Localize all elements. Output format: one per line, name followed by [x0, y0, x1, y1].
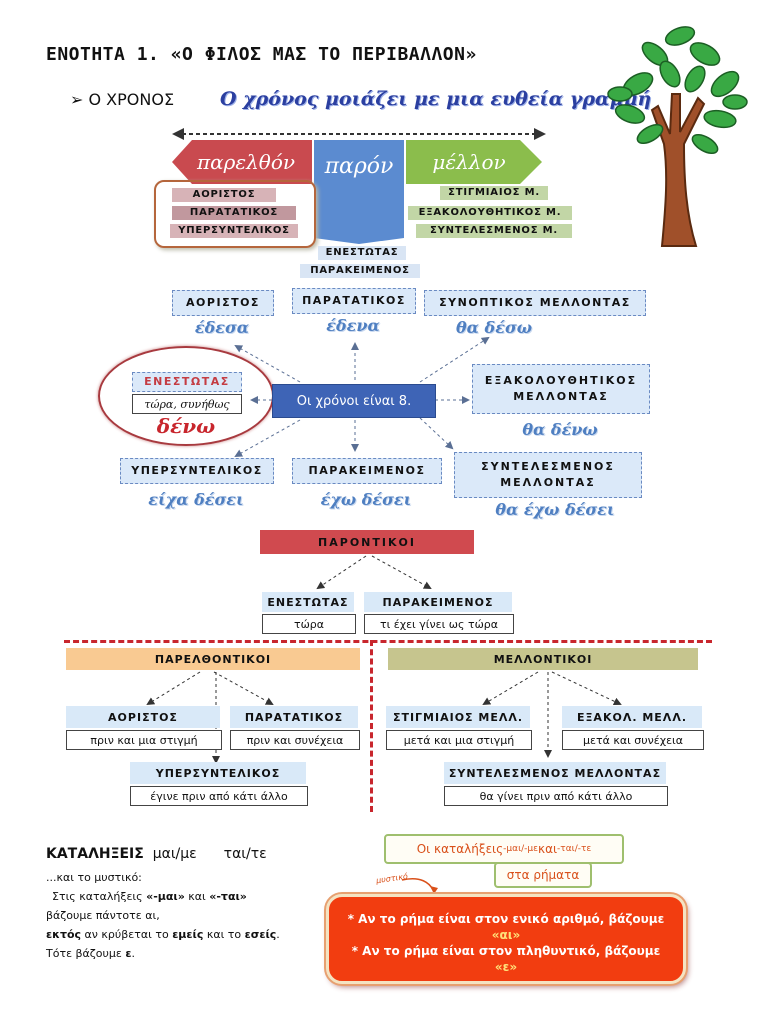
- mindmap-arrows: [234, 336, 490, 457]
- timeline-banners: [172, 140, 542, 244]
- future-tense-perfect: ΣΥΝΤΕΛΕΣΜΕΝΟΣ Μ.: [416, 224, 572, 238]
- endings-line-3: βάζουμε πάντοτε αι,: [46, 909, 160, 922]
- node-aorist-example: έδεσα: [194, 318, 250, 337]
- group-future-item-simple-desc: μετά και μια στιγμή: [386, 730, 532, 750]
- rule-1-value: «αι»: [491, 928, 521, 942]
- node-present: ΕΝΕΣΤΩΤΑΣ: [132, 372, 242, 392]
- group-present-item-present-desc: τώρα: [262, 614, 356, 634]
- node-perfect: ΠΑΡΑΚΕΙΜΕΝΟΣ: [292, 458, 442, 484]
- center-node: Οι χρόνοι είναι 8.: [272, 384, 436, 418]
- node-simple-future-example: θα δέσω: [456, 318, 532, 337]
- node-imperfect: ΠΑΡΑΤΑΤΙΚΟΣ: [292, 288, 416, 314]
- endings-line-1: ...και το μυστικό:: [46, 871, 142, 884]
- group-future-item-continuous-desc: μετά και συνέχεια: [562, 730, 704, 750]
- node-perfect-future-example: θα έχω δέσει: [495, 500, 615, 519]
- page-title: ΕΝΟΤΗΤΑ 1. «Ο ΦΙΛΟΣ ΜΑΣ ΤΟ ΠΕΡΙΒΑΛΛΟΝ»: [46, 44, 477, 65]
- group-present-arrows: [316, 555, 432, 590]
- endings-heading: ΚΑΤΑΛΗΞΕΙΣ μαι/με ται/τε: [46, 846, 267, 862]
- subtitle-row: ➢ Ο ΧΡΟΝΟΣ: [70, 90, 174, 109]
- tree-illustration: [607, 26, 748, 247]
- node-perfect-future: ΣΥΝΤΕΛΕΣΜΕΝΟΣ ΜΕΛΛΟΝΤΑΣ: [454, 452, 642, 498]
- past-tense-aorist: ΑΟΡΙΣΤΟΣ: [172, 188, 276, 202]
- group-future-item-continuous: ΕΞΑΚΟΛ. ΜΕΛΛ.: [562, 706, 702, 728]
- node-aorist: ΑΟΡΙΣΤΟΣ: [172, 290, 274, 316]
- node-simple-future: ΣΥΝΟΠΤΙΚΟΣ ΜΕΛΛΟΝΤΑΣ: [424, 290, 646, 316]
- rule-label-1: Οι καταλήξεις -μαι/-με και -ται/-τε: [384, 834, 624, 864]
- rule-1: * Αν το ρήμα είναι στον ενικό αριθμό, βά…: [347, 912, 665, 926]
- group-past-item-pluperfect: ΥΠΕΡΣΥΝΤΕΛΙΚΟΣ: [130, 762, 306, 784]
- timeline-present-label: παρόν: [324, 153, 394, 179]
- node-pluperfect-example: είχα δέσει: [148, 490, 244, 509]
- past-tenses-frame: [154, 180, 316, 248]
- group-future-item-perfect-desc: θα γίνει πριν από κάτι άλλο: [444, 786, 668, 806]
- present-tense-perfect: ΠΑΡΑΚΕΙΜΕΝΟΣ: [300, 264, 420, 278]
- rule-box: * Αν το ρήμα είναι στον ενικό αριθμό, βά…: [326, 894, 686, 984]
- horizontal-divider: [64, 640, 712, 643]
- node-present-example: δένω: [156, 414, 216, 438]
- node-continuous-future: ΕΞΑΚΟΛΟΥΘΗΤΙΚΟΣ ΜΕΛΛΟΝΤΑΣ: [472, 364, 650, 414]
- timeline-future-label: μέλλον: [432, 150, 506, 174]
- node-present-hint: τώρα, συνήθως: [132, 394, 242, 414]
- future-tense-continuous: ΕΞΑΚΟΛΟΥΘΗΤΙΚΟΣ Μ.: [408, 206, 572, 220]
- group-present-item-perfect: ΠΑΡΑΚΕΙΜΕΝΟΣ: [364, 592, 512, 612]
- endings-heading-a: μαι/με: [152, 846, 197, 862]
- bullet-arrow-icon: ➢: [70, 90, 84, 109]
- rule-2: * Αν το ρήμα είναι στον πληθυντικό, βάζο…: [351, 944, 661, 958]
- node-continuous-future-example: θα δένω: [522, 420, 598, 439]
- group-past-item-imperfect-desc: πριν και συνέχεια: [230, 730, 360, 750]
- group-past-item-pluperfect-desc: έγινε πριν από κάτι άλλο: [130, 786, 308, 806]
- rule-label-2: στα ρήματα: [494, 862, 592, 888]
- subtitle-text: Ο ΧΡΟΝΟΣ: [88, 90, 175, 109]
- group-past-item-imperfect: ΠΑΡΑΤΑΤΙΚΟΣ: [230, 706, 358, 728]
- node-pluperfect: ΥΠΕΡΣΥΝΤΕΛΙΚΟΣ: [120, 458, 274, 484]
- endings-heading-b: ται/τε: [223, 846, 267, 862]
- group-present-item-perfect-desc: τι έχει γίνει ως τώρα: [364, 614, 514, 634]
- group-past-header: ΠΑΡΕΛΘΟΝΤΙΚΟΙ: [66, 648, 360, 670]
- rule-2-value: «ε»: [494, 960, 518, 974]
- curved-arrow-icon: [401, 878, 438, 894]
- group-past-item-aorist-desc: πριν και μια στιγμή: [66, 730, 222, 750]
- endings-line-4: εκτός αν κρύβεται το εμείς και το εσείς.: [46, 928, 280, 941]
- endings-line-2: Στις καταλήξεις «-μαι» και «-ται»: [52, 890, 247, 903]
- timeline-past-label: παρελθόν: [196, 150, 296, 174]
- endings-heading-main: ΚΑΤΑΛΗΞΕΙΣ: [46, 846, 144, 862]
- node-imperfect-example: έδενα: [326, 316, 380, 335]
- past-tense-imperfect: ΠΑΡΑΤΑΤΙΚΟΣ: [172, 206, 296, 220]
- group-present-header: ΠΑΡΟΝΤΙΚΟΙ: [260, 530, 474, 554]
- group-present-item-present: ΕΝΕΣΤΩΤΑΣ: [262, 592, 354, 612]
- group-past-item-aorist: ΑΟΡΙΣΤΟΣ: [66, 706, 220, 728]
- group-future-header: ΜΕΛΛΟΝΤΙΚΟΙ: [388, 648, 698, 670]
- vertical-divider: [370, 640, 373, 812]
- future-tense-simple: ΣΤΙΓΜΙΑΙΟΣ Μ.: [440, 186, 548, 200]
- timeline-double-arrow: [172, 128, 546, 140]
- headline: Ο χρόνος μοιάζει με μια ευθεία γραμμή: [220, 88, 652, 110]
- node-perfect-example: έχω δέσει: [320, 490, 412, 509]
- group-future-item-perfect: ΣΥΝΤΕΛΕΣΜΕΝΟΣ ΜΕΛΛΟΝΤΑΣ: [444, 762, 666, 784]
- endings-line-5: Τότε βάζουμε ε.: [46, 947, 135, 960]
- endings-body: ...και το μυστικό: Στις καταλήξεις «-μαι…: [46, 868, 316, 963]
- group-future-item-simple: ΣΤΙΓΜΙΑΙΟΣ ΜΕΛΛ.: [386, 706, 530, 728]
- present-tense-present: ΕΝΕΣΤΩΤΑΣ: [318, 246, 406, 260]
- group-future-arrows: [482, 671, 622, 758]
- past-tense-pluperfect: ΥΠΕΡΣΥΝΤΕΛΙΚΟΣ: [170, 224, 298, 238]
